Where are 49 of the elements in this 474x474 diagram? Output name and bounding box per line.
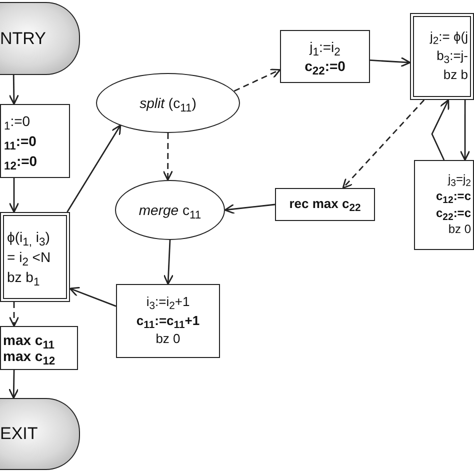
node-text: $_{11}$:=0 [4,132,36,150]
process-box [275,188,375,221]
dashed-arrow [162,133,174,181]
node-text: = i$_{2}$ <N [7,248,51,266]
process-box [116,284,220,358]
terminal-shape [0,398,80,470]
double-box [0,212,70,302]
node-text: b$_{3}$:=j- [436,49,468,64]
process-box [280,30,370,83]
node-text: j$_{2}$:= ϕ(j [430,30,468,46]
node-text: $_{1}$:=0 [4,112,30,129]
node-text: c$_{11}$:=c$_{11}$+1 [136,314,200,328]
node-text: rec max c$_{22}$ [289,197,361,212]
arrow [163,240,174,285]
dashed-arrow [234,68,281,92]
node-text: i$_{3}$:=i$_{2}$+1 [146,294,190,310]
node-text: c$_{22}$:=c [436,206,471,220]
node-text: j$_{3}$=j$_{2}$ [448,172,471,187]
process-box [0,326,78,370]
node-text: merge c$_{11}$ [138,202,202,218]
arrow [431,99,450,160]
node-text: ϕ(i$_{1,}$ i$_{3}$) [7,228,50,245]
process-box [414,160,474,250]
terminal-shape [0,2,80,75]
node-text: c$_{22}$:=0 [304,58,346,74]
node-text: bz 0 [448,223,471,238]
node-text: split (c$_{11}$) [140,94,196,112]
dashed-arrow [8,302,20,327]
arrow [8,370,19,399]
arrow [69,286,116,307]
process-box [0,104,70,178]
arrow [8,178,20,213]
arrow [370,56,411,68]
node-text: j$_{1}$:=i$_{2}$ [310,39,340,56]
node-text: NTRY [0,28,46,48]
node-text: $_{12}$:=0 [4,153,38,170]
arrow [224,204,276,214]
arrow [460,100,470,161]
arrow [8,75,20,105]
node-text: max c$_{12}$ [3,348,56,364]
node-text: c$_{12}$:=c [436,190,471,204]
node-text: EXIT [0,424,38,444]
double-box [410,13,474,100]
node-text: bz b$_{1}$ [7,269,40,286]
dashed-arrow [342,100,425,189]
node-text: bz 0 [156,332,180,348]
arrow [66,124,122,212]
node-text: max c$_{11}$ [3,332,55,348]
node-text: bz b [443,68,468,83]
